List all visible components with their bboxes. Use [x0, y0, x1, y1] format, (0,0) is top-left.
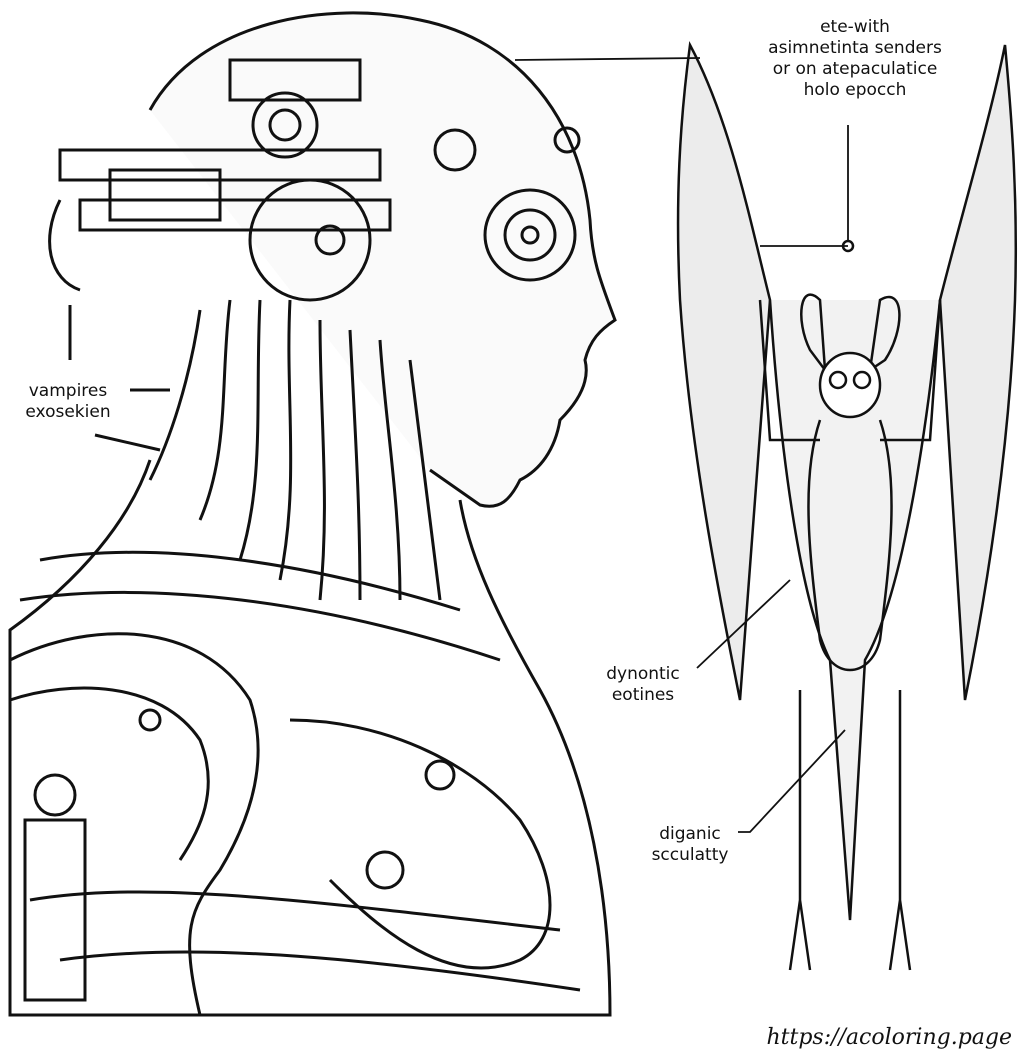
label-line: diganic — [659, 824, 721, 844]
label-top-right: ete-with asimnetinta senders or on atepa… — [740, 17, 970, 101]
label-dynontic: dynontic eotines — [598, 664, 688, 706]
leader-lines — [514, 57, 849, 833]
bat-figure — [676, 40, 1018, 971]
label-diganic: diganic scculatty — [645, 824, 735, 866]
label-vampires: vampires exosekien — [18, 381, 118, 423]
label-line: vampires — [28, 381, 108, 401]
label-line: eotines — [611, 685, 675, 705]
label-line: holo epocch — [803, 80, 907, 100]
cyborg-head-figure — [8, 11, 617, 1017]
label-line: scculatty — [651, 845, 729, 865]
watermark: https://acoloring.page — [766, 1025, 1012, 1050]
label-line: exosekien — [25, 402, 111, 422]
label-line: asimnetinta senders — [768, 38, 942, 58]
label-line: ete-with — [820, 17, 890, 37]
label-line: or on atepaculatice — [772, 59, 938, 79]
label-line: dynontic — [606, 664, 680, 684]
